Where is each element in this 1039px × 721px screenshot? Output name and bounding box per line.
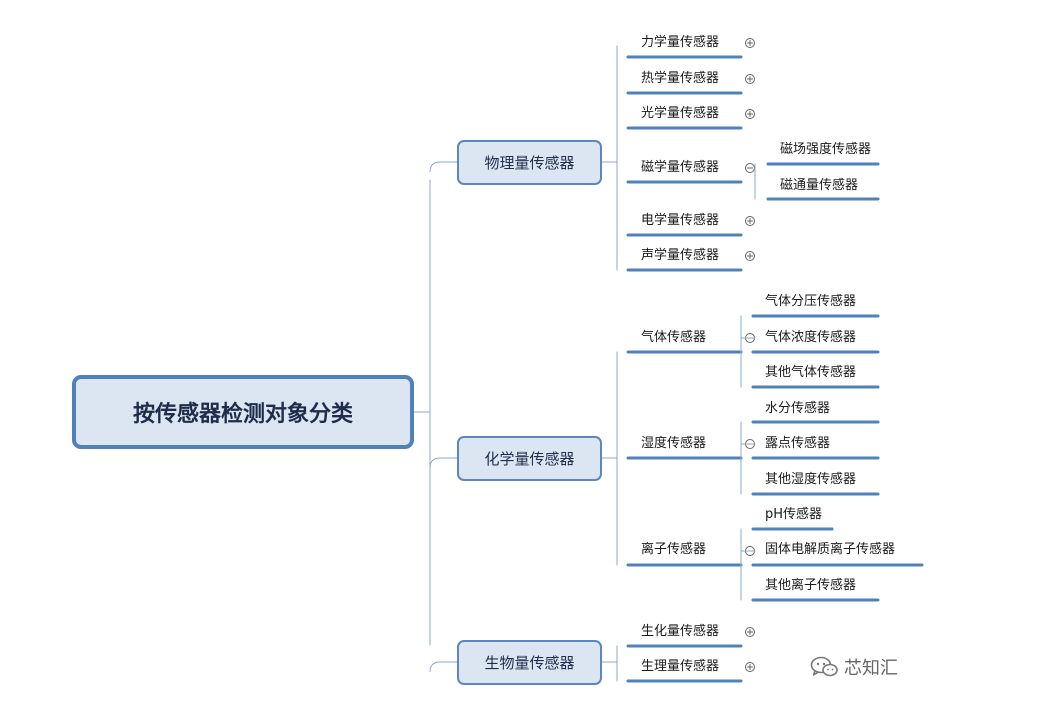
topic-ph-sensor[interactable]: pH传感器 — [765, 507, 823, 522]
topic-solid-electrolyte-ion-sensor[interactable]: 固体电解质离子传感器 — [765, 542, 896, 557]
branch-label: 化学量传感器 — [484, 450, 575, 468]
topic-other-ion-sensor[interactable]: 其他离子传感器 — [765, 578, 857, 593]
branch-label: 物理量传感器 — [484, 154, 575, 172]
topic-humidity-sensor[interactable]: 湿度传感器 — [641, 436, 707, 451]
topic-gas-sensor[interactable]: 气体传感器 — [641, 330, 707, 345]
topic-mechanical-sensor[interactable]: 力学量传感器 — [641, 35, 720, 50]
topic-gas-concentration-sensor[interactable]: 气体浓度传感器 — [765, 330, 857, 345]
topic-magnetic-flux-sensor[interactable]: 磁通量传感器 — [780, 178, 859, 193]
connector-to-chemical — [429, 457, 457, 469]
topic-ion-sensor[interactable]: 离子传感器 — [641, 542, 707, 557]
root-topic-label: 按传感器检测对象分类 — [132, 402, 353, 427]
topic-gas-partial-pressure-sensor[interactable]: 气体分压传感器 — [765, 294, 857, 309]
topic-magnetic-sensor[interactable]: 磁学量传感器 — [641, 160, 720, 175]
watermark: 芯知汇 — [810, 654, 898, 680]
topic-moisture-sensor[interactable]: 水分传感器 — [765, 401, 831, 416]
branch-physical-sensors[interactable]: 物理量传感器 — [457, 140, 602, 185]
topic-biochemical-sensor[interactable]: 生化量传感器 — [641, 624, 720, 639]
topic-other-humidity-sensor[interactable]: 其他湿度传感器 — [765, 472, 857, 487]
watermark-text: 芯知汇 — [844, 658, 898, 679]
topic-other-gas-sensor[interactable]: 其他气体传感器 — [765, 365, 857, 380]
connector-to-biological — [429, 661, 457, 673]
root-topic[interactable]: 按传感器检测对象分类 — [72, 375, 414, 449]
topic-physiological-sensor[interactable]: 生理量传感器 — [641, 659, 720, 674]
branch-label: 生物量传感器 — [484, 654, 575, 672]
topic-acoustic-sensor[interactable]: 声学量传感器 — [641, 248, 720, 263]
topic-dew-point-sensor[interactable]: 露点传感器 — [765, 436, 831, 451]
topic-thermal-sensor[interactable]: 热学量传感器 — [641, 71, 720, 86]
topic-magnetic-field-strength-sensor[interactable]: 磁场强度传感器 — [780, 142, 872, 157]
branch-biological-sensors[interactable]: 生物量传感器 — [457, 640, 602, 685]
connector-to-physical — [429, 161, 457, 173]
branch-chemical-sensors[interactable]: 化学量传感器 — [457, 436, 602, 481]
topic-optical-sensor[interactable]: 光学量传感器 — [641, 106, 720, 121]
topic-electrical-sensor[interactable]: 电学量传感器 — [641, 213, 720, 228]
wechat-icon — [810, 656, 838, 677]
